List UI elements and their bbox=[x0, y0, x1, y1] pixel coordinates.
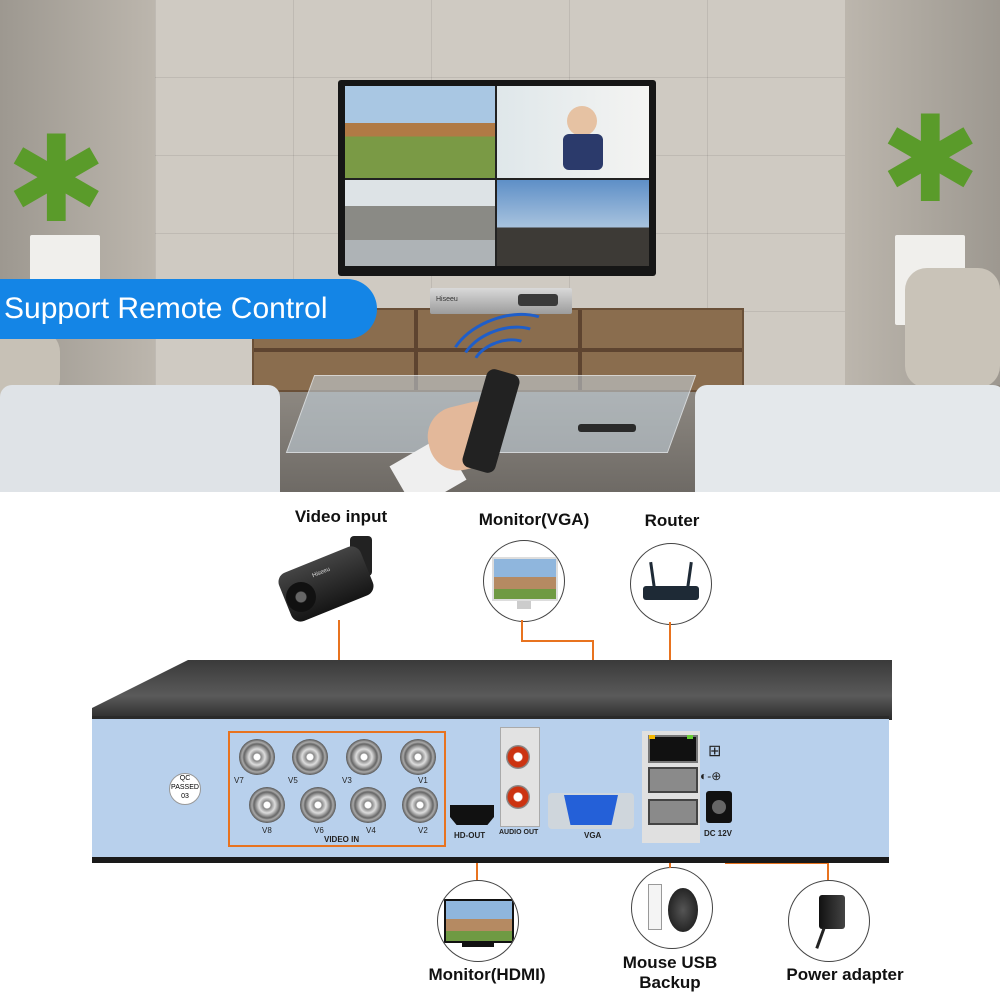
vga-connector bbox=[521, 640, 593, 642]
qc-line1: QC bbox=[179, 775, 191, 782]
audio-out-label: AUDIO OUT bbox=[499, 829, 539, 836]
video-in-label: VIDEO IN bbox=[324, 835, 360, 844]
left-sofa bbox=[0, 385, 280, 492]
monitor-hdmi-circle bbox=[437, 880, 519, 962]
tv-screen bbox=[345, 86, 649, 266]
mouse-icon bbox=[668, 888, 698, 932]
bnc-label-v1: V1 bbox=[418, 776, 428, 785]
bnc-label-v8: V8 bbox=[262, 826, 272, 835]
bnc-port-v2[interactable] bbox=[402, 787, 438, 823]
monitor-vga-label: Monitor(VGA) bbox=[478, 510, 590, 529]
camera-feed-villa bbox=[497, 180, 649, 266]
audio-in-port-red[interactable] bbox=[506, 785, 530, 809]
camera-feed-garage bbox=[345, 180, 495, 266]
bnc-port-v8[interactable] bbox=[249, 787, 285, 823]
vga-port[interactable] bbox=[564, 795, 618, 825]
dvr-top-cover bbox=[92, 660, 892, 720]
mouse-usb-label-line1: Mouse USB bbox=[622, 953, 718, 972]
support-remote-control-banner: Support Remote Control bbox=[0, 279, 377, 339]
living-room-scene: ✱ ✱ Hiseeu bbox=[0, 0, 1000, 492]
mouse-usb-backup-label: Mouse USB Backup bbox=[608, 953, 732, 993]
router-circle bbox=[630, 543, 712, 625]
monitor-vga-circle bbox=[483, 540, 565, 622]
bnc-label-v5: V5 bbox=[288, 776, 298, 785]
video-input-label: Video input bbox=[294, 507, 388, 526]
router-icon bbox=[643, 586, 699, 600]
audio-out-port-red[interactable] bbox=[506, 745, 530, 769]
bnc-label-v2: V2 bbox=[418, 826, 428, 835]
camera-feed-house bbox=[345, 86, 495, 178]
power-connector bbox=[725, 862, 829, 864]
dc-power-port[interactable] bbox=[706, 791, 732, 823]
hd-out-label: HD-OUT bbox=[454, 831, 486, 840]
power-adapter-icon bbox=[819, 895, 845, 929]
right-sofa bbox=[695, 385, 1000, 492]
bnc-label-v4: V4 bbox=[366, 826, 376, 835]
right-cushion bbox=[905, 268, 1000, 388]
dvr-recorder-small: Hiseeu bbox=[430, 288, 572, 314]
network-icon: ⊞ bbox=[708, 743, 722, 760]
vga-label: VGA bbox=[584, 831, 602, 840]
power-adapter-circle bbox=[788, 880, 870, 962]
bnc-port-v5[interactable] bbox=[292, 739, 328, 775]
vga-connector bbox=[521, 620, 523, 640]
usb-drive-icon bbox=[648, 884, 662, 930]
power-connector bbox=[827, 862, 829, 880]
lan-port[interactable] bbox=[648, 735, 698, 763]
usb-port-2[interactable] bbox=[648, 799, 698, 825]
qc-sticker: QC PASSED 03 bbox=[169, 773, 201, 805]
right-plant-icon: ✱ bbox=[880, 93, 981, 227]
monitor-icon bbox=[492, 557, 558, 601]
monitor-icon bbox=[444, 899, 514, 943]
dvr-small-brand: Hiseeu bbox=[436, 296, 458, 303]
audio-block bbox=[500, 727, 540, 827]
mouse-usb-circle bbox=[631, 867, 713, 949]
bnc-label-v6: V6 bbox=[314, 826, 324, 835]
dvr-rear-panel: QC PASSED 03 V7 V5 V3 V1 V8 V6 V4 V2 VID… bbox=[92, 716, 889, 863]
second-remote bbox=[578, 424, 636, 432]
video-in-group bbox=[228, 731, 446, 847]
bnc-port-v3[interactable] bbox=[346, 739, 382, 775]
bnc-port-v4[interactable] bbox=[350, 787, 386, 823]
bnc-label-v7: V7 bbox=[234, 776, 244, 785]
dc-polarity-icon: ◐-⊕ bbox=[700, 769, 722, 783]
camera-feed-child bbox=[497, 86, 649, 178]
qc-line2: PASSED bbox=[171, 784, 199, 791]
monitor-hdmi-label: Monitor(HDMI) bbox=[428, 965, 546, 984]
bnc-port-v1[interactable] bbox=[400, 739, 436, 775]
left-plant-icon: ✱ bbox=[6, 113, 107, 247]
bnc-port-v7[interactable] bbox=[239, 739, 275, 775]
hdmi-port[interactable] bbox=[450, 805, 494, 825]
router-label: Router bbox=[644, 511, 700, 530]
power-adapter-label: Power adapter bbox=[786, 965, 904, 984]
mouse-usb-label-line2: Backup bbox=[639, 973, 701, 992]
bnc-label-v3: V3 bbox=[342, 776, 352, 785]
bullet-camera-icon: Hiseeu bbox=[275, 530, 393, 625]
usb-port-1[interactable] bbox=[648, 767, 698, 793]
qc-line3: 03 bbox=[181, 793, 189, 800]
bnc-port-v6[interactable] bbox=[300, 787, 336, 823]
dc-label: DC 12V bbox=[704, 829, 733, 838]
